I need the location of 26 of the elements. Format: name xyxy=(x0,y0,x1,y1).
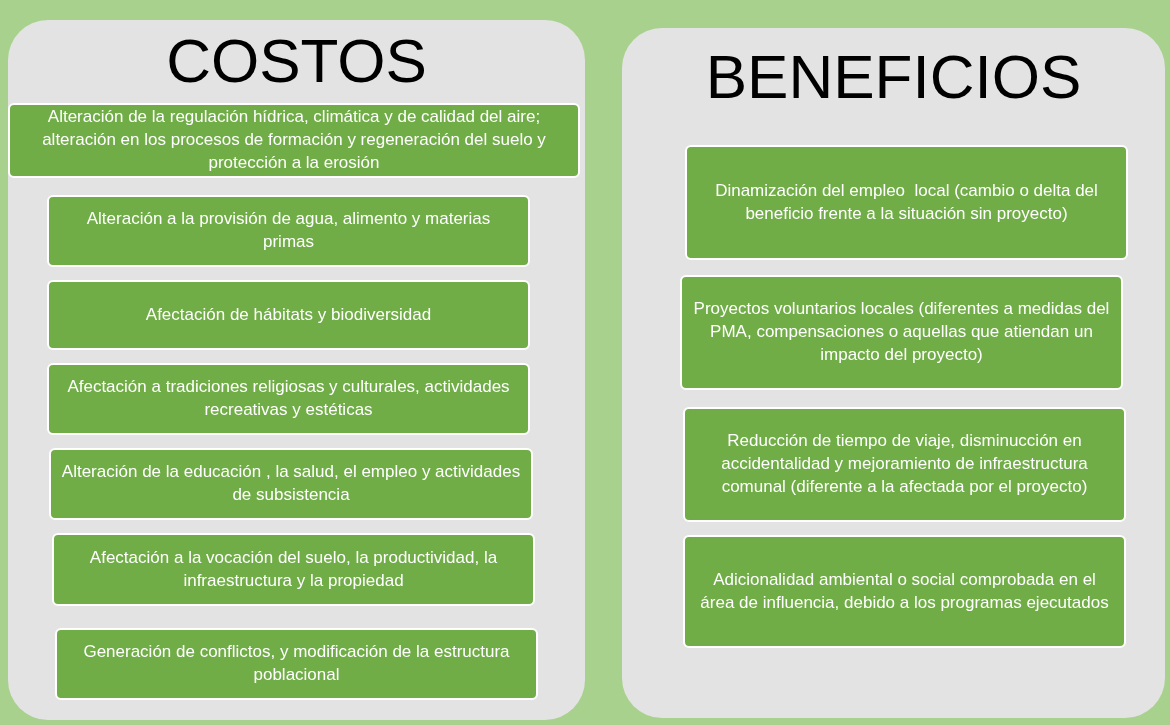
item-text: Generación de conflictos, y modificación de la estructura poblacional xyxy=(82,641,511,686)
item-box xyxy=(47,363,530,435)
item-box xyxy=(49,448,533,520)
item-text: Afectación a la vocación del suelo, la productividad, la infraestructura y la propiedad xyxy=(88,546,499,592)
item-text: Alteración de la regulación hídrica, climática y de calidad del aire; alteración en los procesos de formación y regeneración del suelo y protección a la erosión xyxy=(41,106,547,174)
item-box xyxy=(55,628,538,700)
item-box xyxy=(52,533,535,606)
item-box xyxy=(685,145,1128,260)
item-text: Proyectos voluntarios locales (diferentes a medidas del PMA, compensaciones o aquellas que atiendan un impacto del proyecto) xyxy=(692,298,1111,366)
item-box xyxy=(683,535,1126,648)
item-text: Dinamización del empleo local (cambio o delta del beneficio frente a la situación sin proyecto) xyxy=(714,179,1099,225)
category-panel xyxy=(8,20,585,720)
category-panel xyxy=(622,28,1165,718)
panel-title: BENEFICIOS xyxy=(704,46,1083,108)
item-text: Alteración a la provisión de agua, alimento y materias primas xyxy=(85,208,492,253)
item-text: Afectación de hábitats y biodiversidad xyxy=(145,303,432,326)
item-text: Adicionalidad ambiental o social comprobada en el área de influencia, debido a los programas ejecutados xyxy=(699,568,1110,614)
item-box xyxy=(47,195,530,267)
item-box xyxy=(8,103,580,178)
item-text: Reducción de tiempo de viaje, disminucción en accidentalidad y mejoramiento de infraestructura comunal (diferente a la afectada por el proyecto) xyxy=(720,430,1089,498)
item-box xyxy=(47,280,530,350)
panel-title: COSTOS xyxy=(165,30,428,92)
item-text: Afectación a tradiciones religiosas y culturales, actividades recreativas y estéticas xyxy=(66,376,511,421)
item-box xyxy=(680,275,1123,390)
item-box xyxy=(683,407,1126,522)
item-text: Alteración de la educación , la salud, el empleo y actividades de subsistencia xyxy=(61,461,521,506)
